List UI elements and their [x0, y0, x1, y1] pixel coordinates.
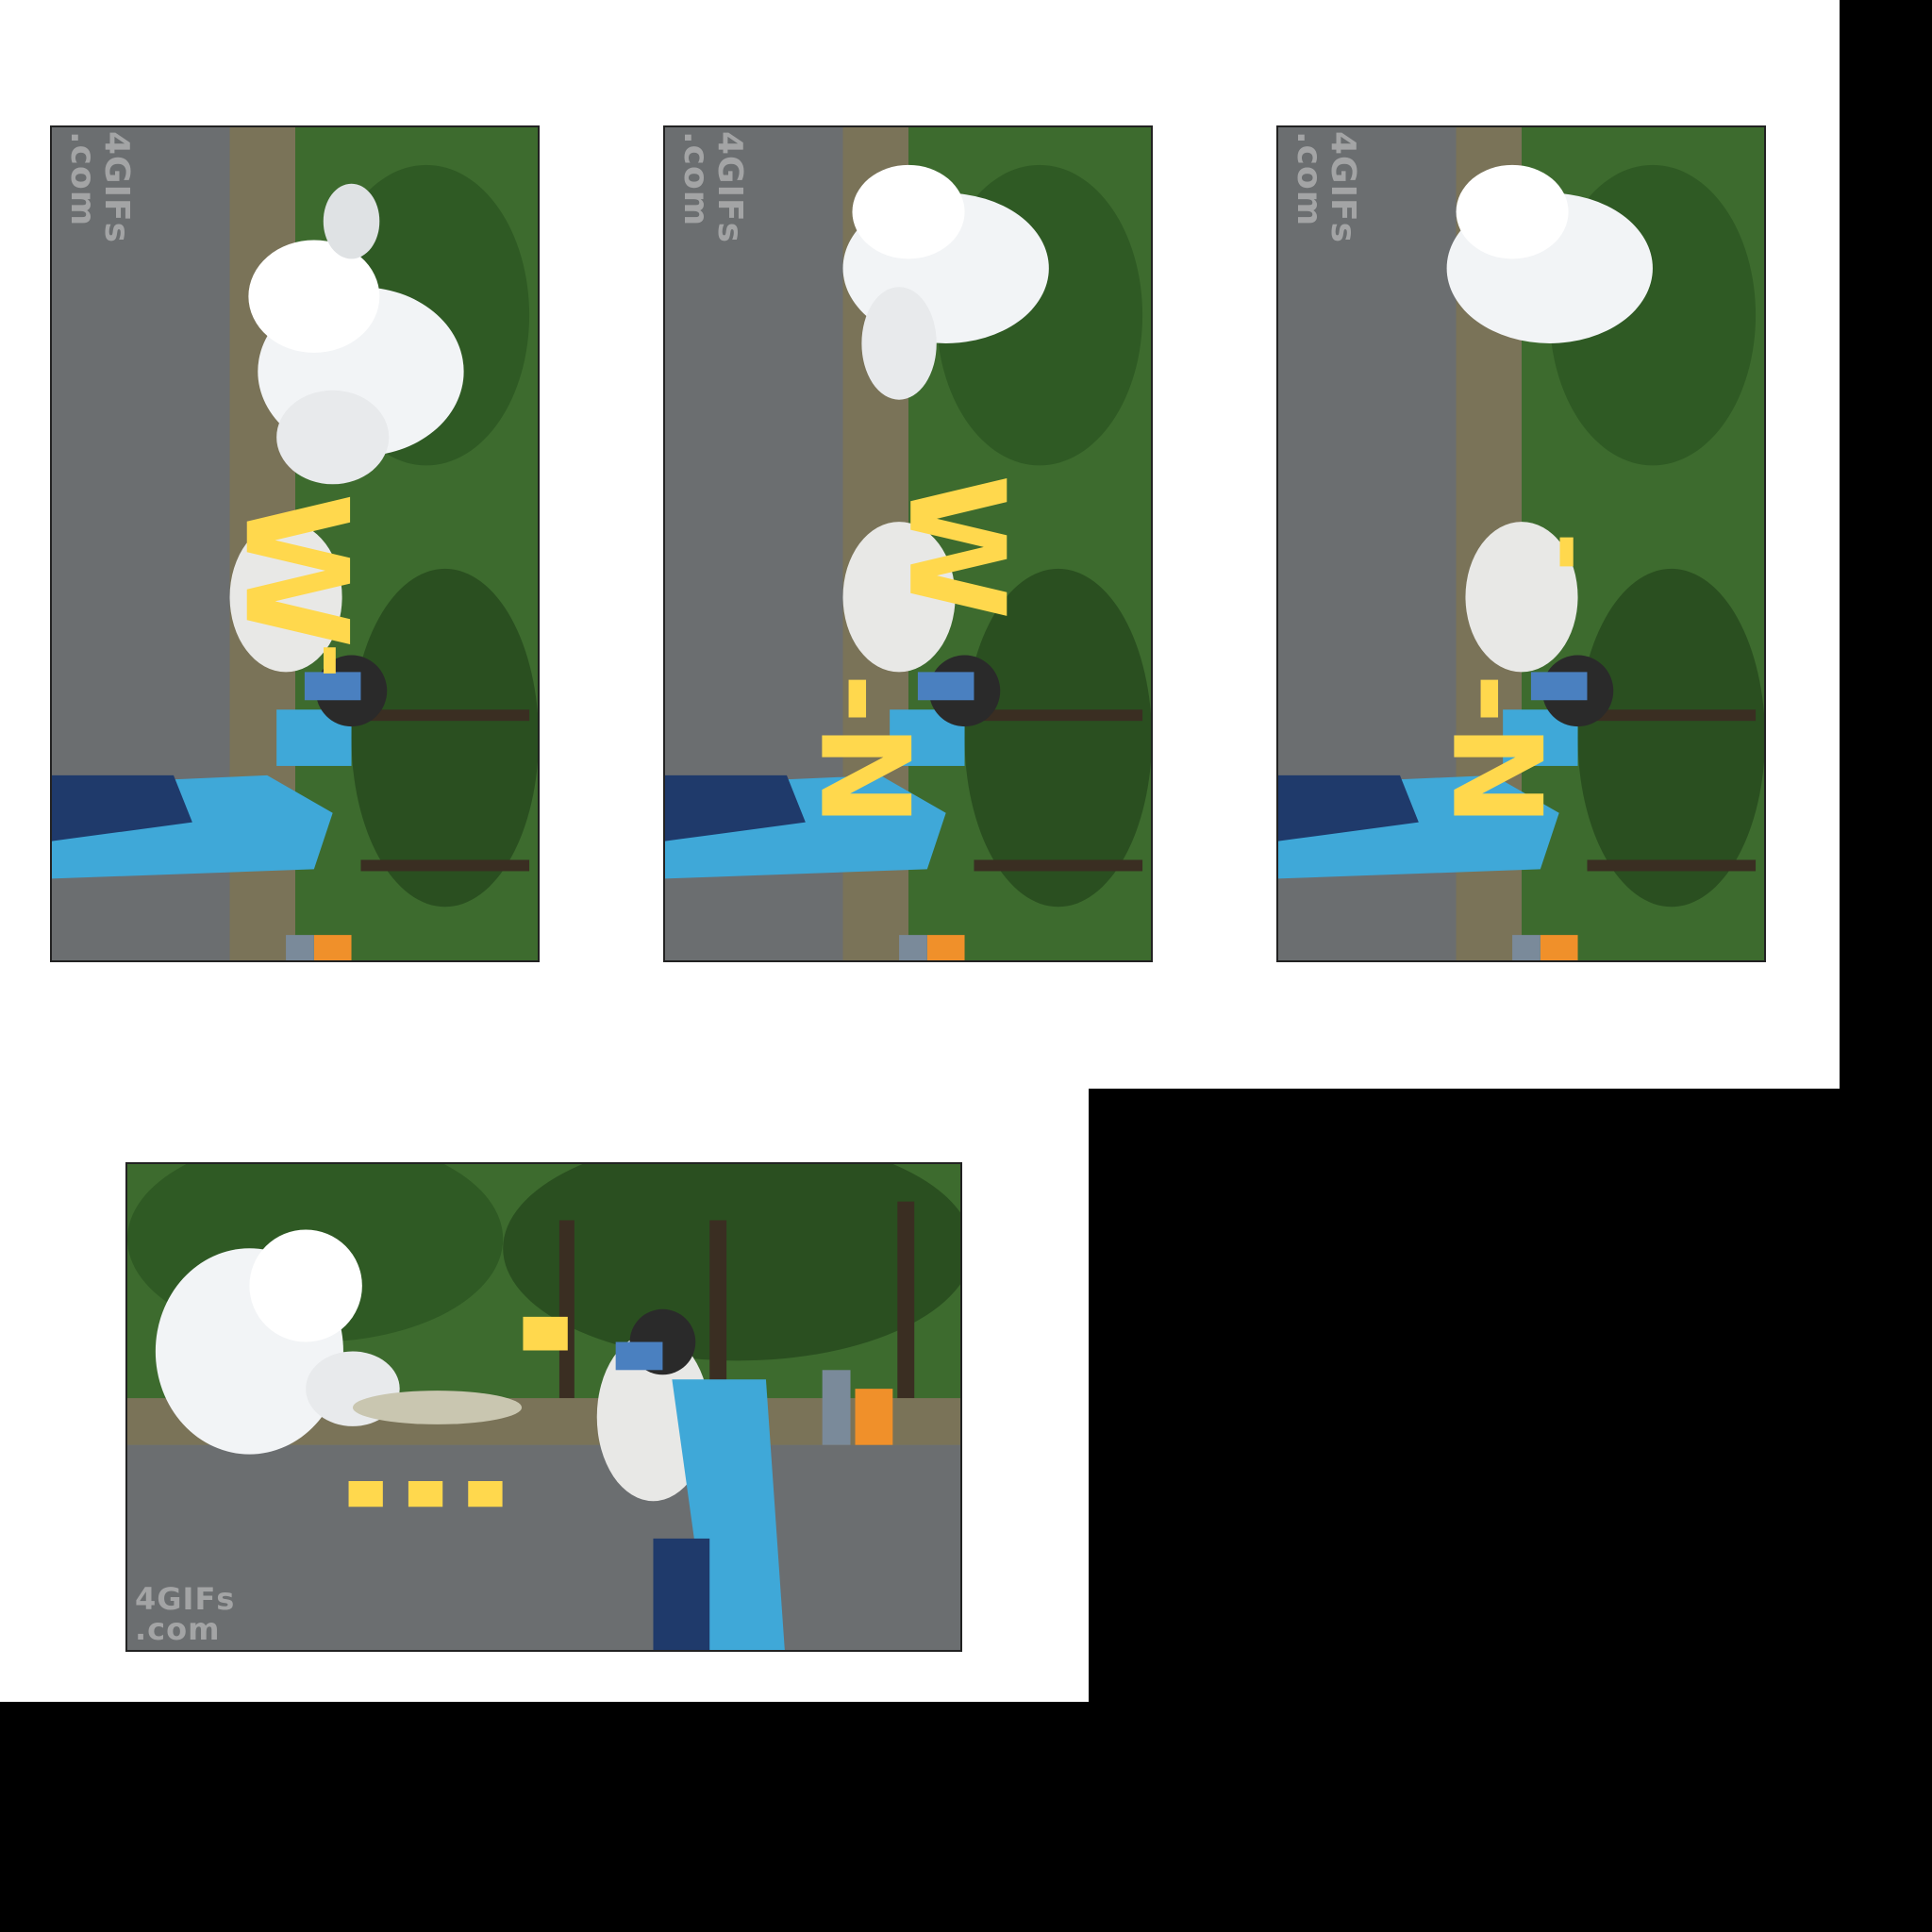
- photo-frame-3: 4GIFs .com - -N: [1276, 125, 1766, 962]
- caption-letter-a: W: [878, 474, 1033, 621]
- watermark-line-1: 4GIFs: [135, 1581, 236, 1617]
- watermark: 4GIFs .com: [63, 131, 136, 244]
- caption-letter-b: -N: [792, 673, 937, 827]
- caption-letter-a: ▀: [524, 1318, 568, 1384]
- photo-frame-1: 4GIFs .com W -: [50, 125, 540, 962]
- caption-letter-a: -: [1516, 532, 1627, 572]
- caption-letter-b: -: [284, 642, 384, 678]
- caption-letter-b: ▀ ▀ ▀: [349, 1481, 508, 1532]
- watermark: 4GIFs .com: [135, 1584, 235, 1644]
- caption-letter-a: W: [212, 492, 377, 649]
- watermark: 4GIFs .com: [676, 131, 749, 244]
- frame-4-scene: [127, 1164, 960, 1650]
- photo-frame-2: 4GIFs .com W -N: [663, 125, 1153, 962]
- watermark-line-1: 4GIFs: [97, 131, 136, 244]
- photo-frame-4: 4GIFs .com ▀ ▀ ▀ ▀: [125, 1162, 962, 1652]
- frame-2-scene: [665, 127, 1151, 960]
- watermark-line-1: 4GIFs: [1324, 131, 1362, 244]
- watermark-line-2: .com: [1290, 131, 1328, 227]
- watermark-line-2: .com: [676, 131, 715, 227]
- watermark-line-2: .com: [135, 1611, 221, 1647]
- frame-3-scene: [1278, 127, 1764, 960]
- watermark-line-1: 4GIFs: [710, 131, 749, 244]
- watermark: 4GIFs .com: [1290, 131, 1362, 244]
- frame-1-scene: [52, 127, 538, 960]
- watermark-line-2: .com: [63, 131, 102, 227]
- caption-letter-b: -N: [1424, 673, 1569, 827]
